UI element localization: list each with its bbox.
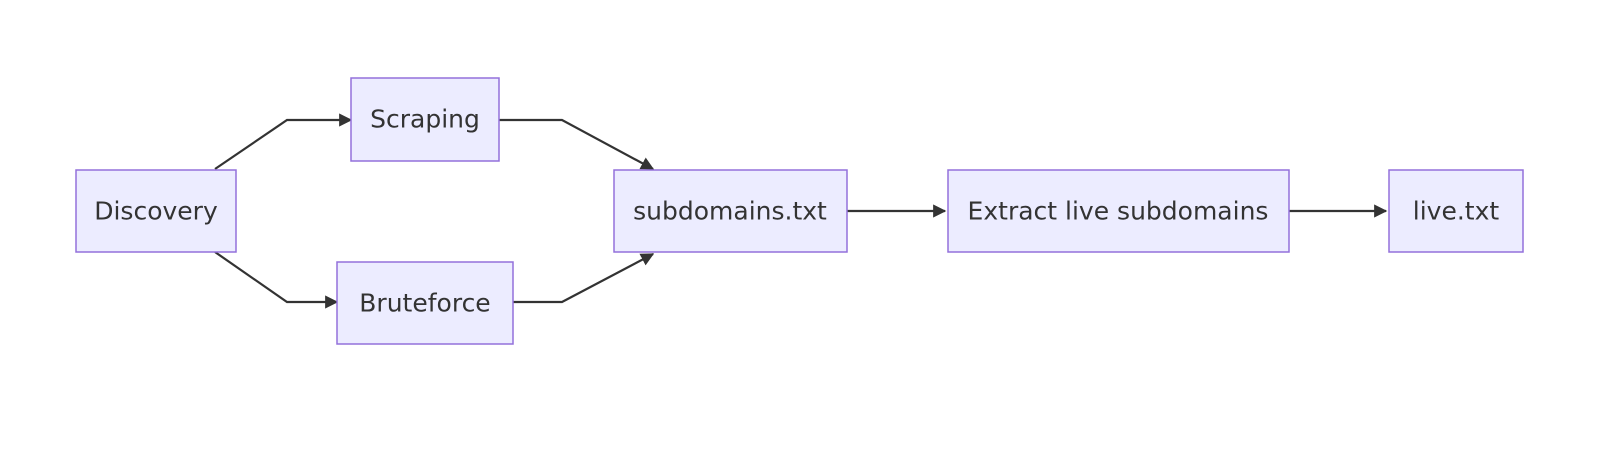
node-scraping: Scraping: [350, 77, 500, 162]
node-discovery: Discovery: [75, 169, 237, 253]
edge-bruteforce-to-subdomains: [513, 253, 655, 304]
edge-scraping-to-subdomains: [499, 118, 655, 170]
edge-discovery-to-bruteforce: [214, 251, 339, 309]
node-live-box: [1388, 169, 1524, 253]
node-discovery-label: Discovery: [94, 197, 218, 226]
node-subdomains-label: subdomains.txt: [633, 197, 827, 226]
node-scraping-box: [350, 77, 500, 162]
node-subdomains-box: [613, 169, 848, 253]
node-bruteforce-label: Bruteforce: [359, 289, 490, 318]
node-bruteforce-box: [336, 261, 514, 345]
node-live: live.txt: [1388, 169, 1524, 253]
edges: [214, 113, 1388, 309]
node-extract-label: Extract live subdomains: [968, 197, 1269, 226]
edge-discovery-to-scraping: [214, 113, 353, 170]
node-extract-box: [947, 169, 1290, 253]
node-scraping-label: Scraping: [370, 105, 480, 134]
node-live-label: live.txt: [1413, 197, 1500, 226]
node-subdomains: subdomains.txt: [613, 169, 848, 253]
node-extract: Extract live subdomains: [947, 169, 1290, 253]
node-bruteforce: Bruteforce: [336, 261, 514, 345]
node-discovery-box: [75, 169, 237, 253]
